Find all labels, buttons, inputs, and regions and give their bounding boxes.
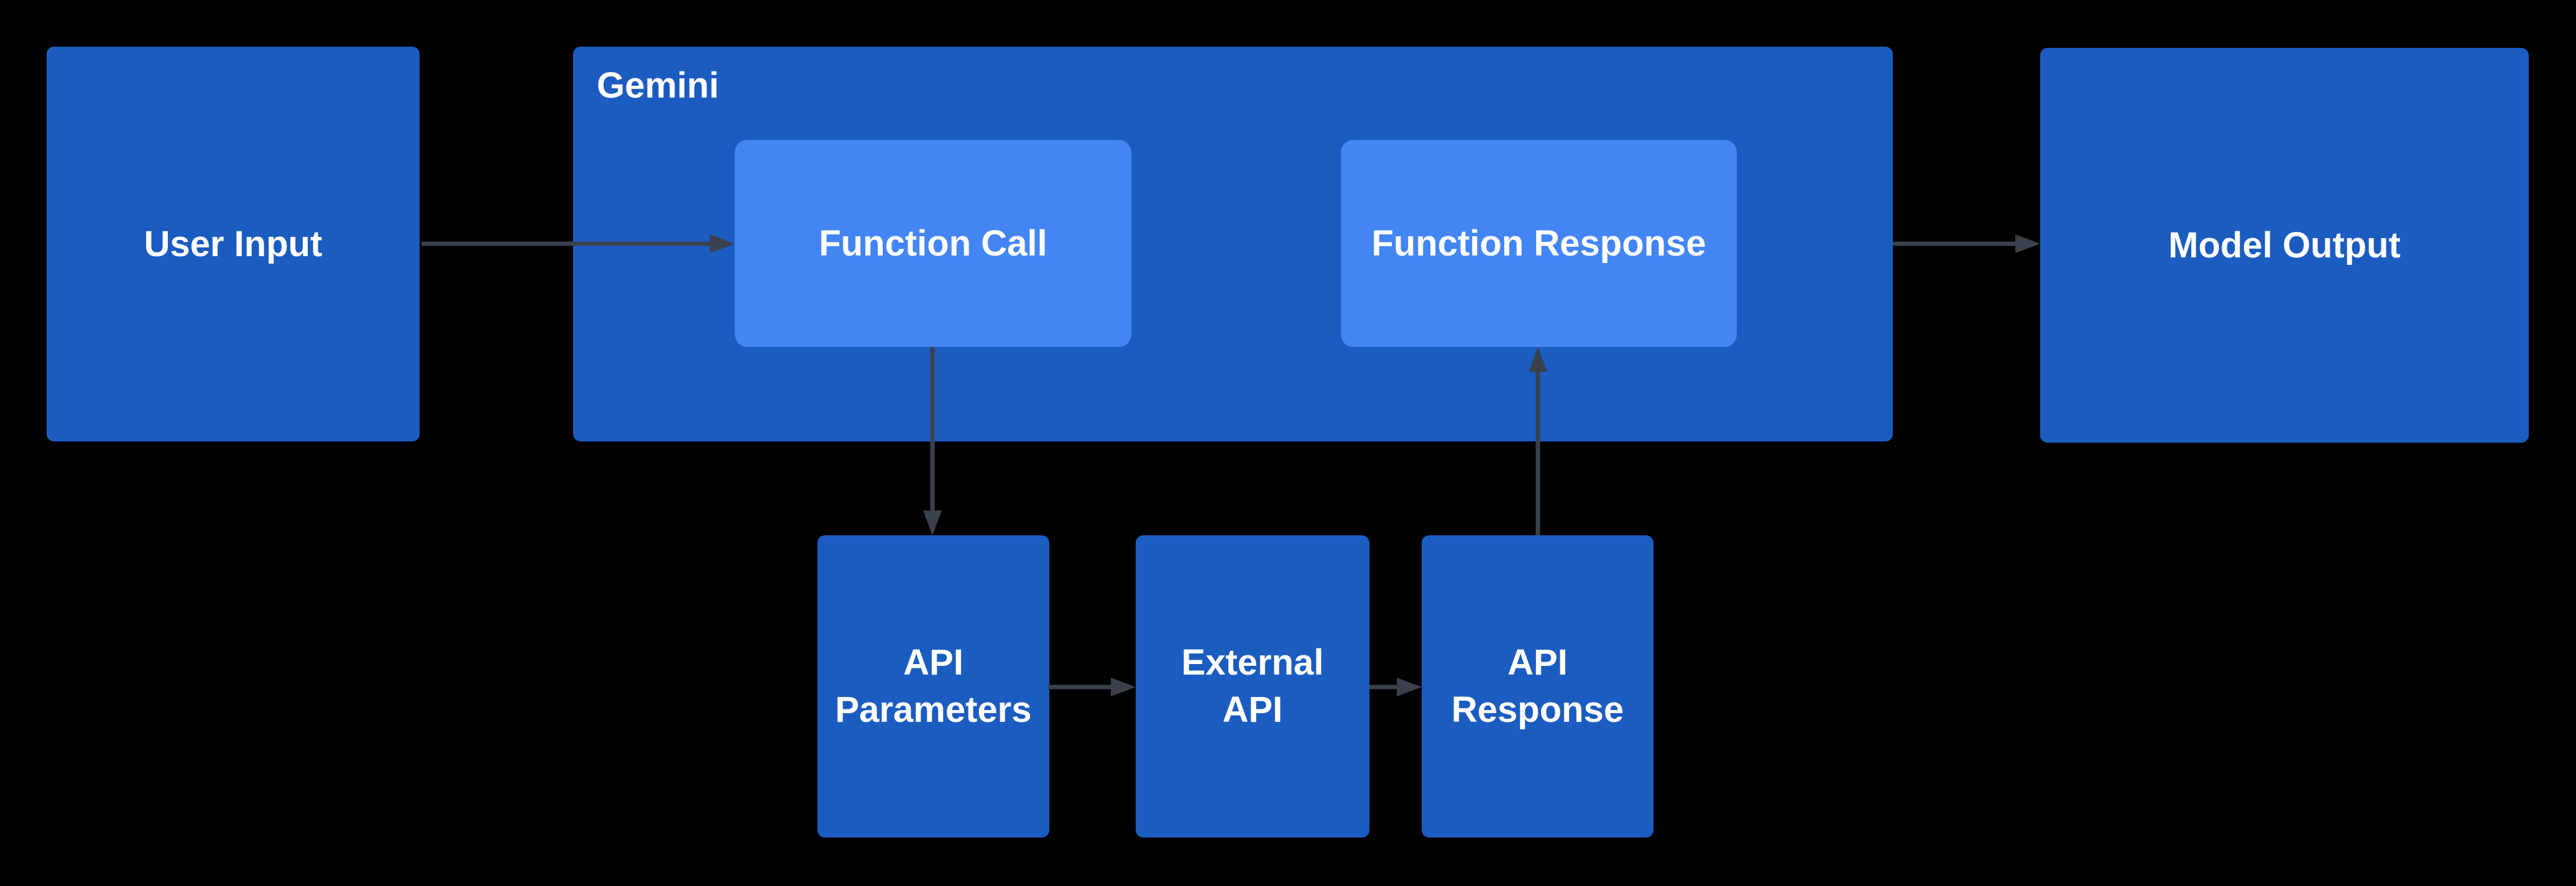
arrow-api-parameters-to-external-api — [1048, 678, 1136, 696]
function-call-node: Function Call — [735, 140, 1131, 347]
function-response-label: Function Response — [1371, 223, 1706, 264]
external-api-node: External API — [1136, 535, 1369, 838]
arrow-gemini-to-model-output — [1893, 234, 2040, 253]
user-input-node: User Input — [47, 47, 420, 441]
user-input-label: User Input — [144, 223, 323, 264]
api-parameters-label: API Parameters — [835, 642, 1032, 730]
api-response-label: API Response — [1451, 642, 1624, 730]
model-output-node: Model Output — [2040, 48, 2529, 443]
model-output-label: Model Output — [2168, 224, 2401, 265]
gemini-container-title: Gemini — [597, 65, 719, 106]
function-call-label: Function Call — [819, 223, 1047, 264]
function-response-node: Function Response — [1341, 140, 1737, 347]
arrow-external-api-to-api-response — [1369, 678, 1422, 696]
api-response-node: API Response — [1422, 535, 1654, 838]
api-parameters-node: API Parameters — [817, 535, 1049, 838]
external-api-label: External API — [1181, 642, 1324, 730]
